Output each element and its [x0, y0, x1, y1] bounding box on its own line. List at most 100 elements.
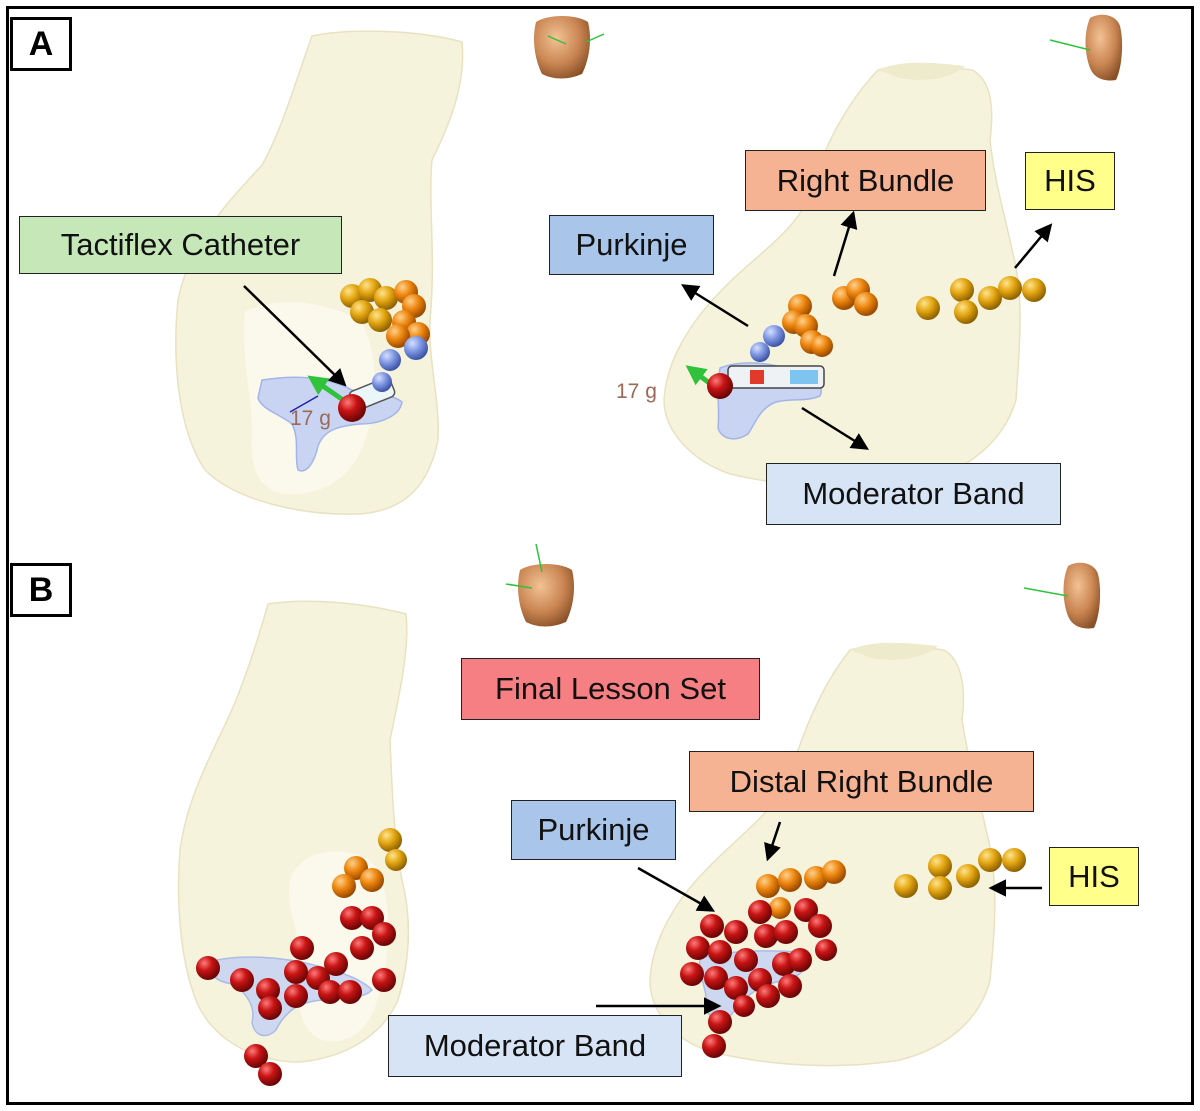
- lesion-sphere: [756, 984, 780, 1008]
- lesion-sphere: [1022, 278, 1046, 302]
- torso-profile-icon-b: [1023, 562, 1101, 629]
- annotation-arrow: [832, 210, 858, 277]
- lesion-sphere: [956, 864, 980, 888]
- catheter-a-right: [685, 365, 825, 399]
- lesion-sphere: [1002, 848, 1026, 872]
- lesion-sphere: [954, 300, 978, 324]
- lesion-sphere: [350, 300, 374, 324]
- label-tactiflex-catheter: Tactiflex Catheter: [19, 216, 342, 274]
- lesion-sphere: [290, 936, 314, 960]
- heart-b-right-top: [850, 642, 938, 660]
- lesion-sphere: [284, 960, 308, 984]
- lesion-sphere: [808, 914, 832, 938]
- lesion-sphere: [385, 849, 407, 871]
- lesion-sphere: [258, 1062, 282, 1086]
- label-his-b: HIS: [1049, 847, 1139, 906]
- lesion-sphere: [379, 349, 401, 371]
- lesion-sphere: [748, 900, 772, 924]
- label-his-a: HIS: [1025, 152, 1115, 210]
- lesion-sphere: [386, 324, 410, 348]
- lesion-sphere: [978, 848, 1002, 872]
- lesion-sphere: [774, 920, 798, 944]
- label-moderator-band-a: Moderator Band: [766, 463, 1061, 525]
- lesion-sphere: [916, 296, 940, 320]
- lesion-sphere: [680, 962, 704, 986]
- label-purkinje-b: Purkinje: [511, 800, 676, 860]
- label-distal-right-bundle: Distal Right Bundle: [689, 751, 1034, 812]
- lesion-sphere: [708, 1010, 732, 1034]
- lesion-sphere: [686, 936, 710, 960]
- lesion-sphere: [778, 974, 802, 998]
- lesion-sphere: [704, 966, 728, 990]
- lesion-sphere: [769, 897, 791, 919]
- lesion-sphere: [708, 940, 732, 964]
- lesion-sphere: [258, 996, 282, 1020]
- lesion-sphere: [372, 968, 396, 992]
- label-moderator-band-b: Moderator Band: [388, 1015, 682, 1077]
- lesion-sphere: [788, 948, 812, 972]
- lesion-sphere: [372, 922, 396, 946]
- lesion-sphere: [372, 372, 392, 392]
- lesion-sphere: [822, 860, 846, 884]
- annotation-arrows: [243, 210, 1053, 1015]
- contact-force-readout-right: 17 g: [616, 380, 657, 403]
- lesion-sphere: [756, 874, 780, 898]
- annotation-arrow: [681, 284, 749, 328]
- lesion-sphere: [724, 976, 748, 1000]
- lesion-sphere: [894, 874, 918, 898]
- lesion-sphere: [338, 980, 362, 1004]
- panel-letter-b: B: [10, 563, 72, 617]
- contact-force-readout-left: 17 g: [290, 407, 331, 430]
- lesion-spheres: [196, 276, 1046, 1086]
- lesion-sphere: [368, 308, 392, 332]
- lesion-sphere: [378, 828, 402, 852]
- lesion-sphere: [928, 876, 952, 900]
- lesion-sphere: [284, 984, 308, 1008]
- lesion-sphere: [733, 995, 755, 1017]
- torso-profile-icon-a: [1049, 14, 1123, 81]
- lesion-sphere: [928, 854, 952, 878]
- lesion-sphere: [754, 924, 778, 948]
- lesion-sphere: [230, 968, 254, 992]
- label-purkinje-a: Purkinje: [549, 215, 714, 275]
- lesion-sphere: [950, 278, 974, 302]
- torso-orientation-icon-b: [505, 543, 574, 627]
- lesion-sphere: [854, 292, 878, 316]
- panel-letter-a: A: [10, 17, 72, 71]
- lesion-sphere: [811, 335, 833, 357]
- lesion-sphere: [256, 978, 280, 1002]
- torso-orientation-icon-a: [534, 16, 605, 79]
- lesion-sphere: [763, 325, 785, 347]
- lesion-sphere: [374, 286, 398, 310]
- heart-a-right: [663, 64, 1021, 489]
- lesion-sphere: [815, 939, 837, 961]
- lesion-sphere: [332, 874, 356, 898]
- lesion-sphere: [340, 906, 364, 930]
- lesion-sphere: [734, 948, 758, 972]
- lesion-sphere: [350, 936, 374, 960]
- lesion-sphere: [794, 898, 818, 922]
- lesion-sphere: [324, 952, 348, 976]
- annotation-arrow: [801, 406, 869, 450]
- lesion-sphere: [998, 276, 1022, 300]
- lesion-sphere: [404, 336, 428, 360]
- heart-a-right-top: [878, 62, 965, 80]
- lesion-sphere: [318, 980, 342, 1004]
- lesion-sphere: [700, 914, 724, 938]
- lesion-sphere: [702, 1034, 726, 1058]
- lesion-sphere: [196, 956, 220, 980]
- lesion-sphere: [978, 286, 1002, 310]
- label-right-bundle: Right Bundle: [745, 150, 986, 211]
- label-final-lesson-set: Final Lesson Set: [461, 658, 760, 720]
- annotation-arrow: [243, 285, 347, 387]
- annotation-arrow: [637, 866, 716, 912]
- lesion-sphere: [724, 920, 748, 944]
- annotation-arrow: [1014, 223, 1053, 269]
- lesion-sphere: [750, 342, 770, 362]
- lesion-sphere: [244, 1044, 268, 1068]
- annotation-arrow: [764, 821, 782, 862]
- lesion-sphere: [778, 868, 802, 892]
- lesion-sphere: [360, 868, 384, 892]
